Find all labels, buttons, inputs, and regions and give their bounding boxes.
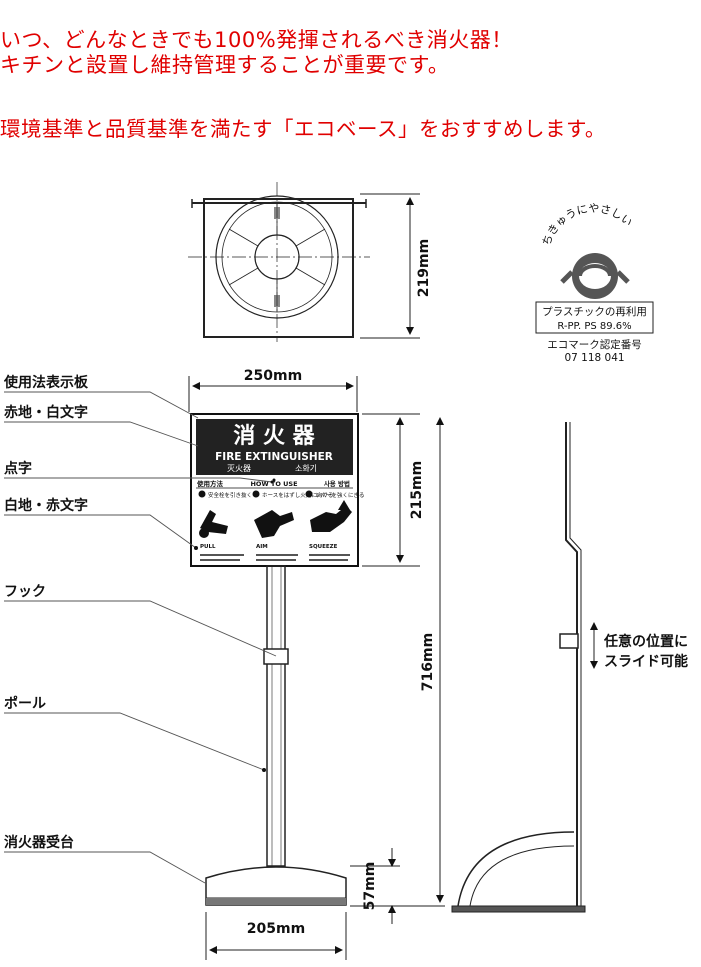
sign-step1: 安全栓を引き抜く — [208, 491, 252, 499]
top-view — [188, 182, 420, 342]
dim-top-depth: 219mm — [416, 239, 432, 297]
side-note-line1: 任意の位置に — [603, 633, 688, 650]
ecomark-arc-text: ちきゅうにやさしい — [540, 202, 635, 248]
sign-aim: AIM — [256, 544, 268, 550]
sign-col3-head: 사용 방법 — [324, 479, 350, 488]
sign-col2-head: HOW TO USE — [250, 480, 297, 488]
sign-title: 消 火 器 — [233, 424, 315, 449]
sign-step2: ホースをはずし火元に向ける — [262, 491, 333, 499]
pole — [266, 565, 286, 867]
sign-squeeze: SQUEEZE — [309, 544, 338, 550]
headline-line-2: キチンと設置し維持管理することが重要です。 — [0, 53, 450, 77]
sign-sub-left: 灭火器 — [227, 464, 251, 473]
base-front — [205, 866, 347, 906]
ecomark-cert-label: エコマーク認定番号 — [547, 338, 642, 351]
label-hook: フック — [4, 584, 46, 600]
leader-lines — [4, 391, 277, 884]
side-view — [451, 422, 586, 913]
usage-sign-board: 消 火 器 FIRE EXTINGUISHER 灭火器 소화기 使用方法 HOW… — [190, 413, 365, 567]
ecomark-box-line2: R-PP. PS 89.6% — [557, 321, 631, 332]
dim-total-height: 716mm — [420, 633, 436, 691]
ecomark-box-line1: プラスチックの再利用 — [542, 306, 647, 318]
sign-pull: PULL — [200, 544, 216, 550]
label-white-red: 白地・赤文字 — [4, 497, 88, 514]
headline-line-1: いつ、どんなときでも100%発揮されるべき消火器！ — [0, 28, 513, 52]
sign-sub-right: 소화기 — [295, 464, 317, 473]
dim-sign-height: 215mm — [409, 461, 425, 519]
dim-base-height: 57mm — [362, 862, 378, 911]
headline-line-3: 環境基準と品質基準を満たす「エコベース」をおすすめします。 — [0, 117, 606, 141]
label-pole: ポール — [4, 695, 46, 712]
braille-dot — [272, 478, 276, 482]
hook — [263, 648, 289, 665]
side-note-line2: スライド可能 — [604, 653, 688, 670]
label-braille: 点字 — [4, 460, 32, 477]
ecomark-cert-number: 07 118 041 — [564, 352, 624, 364]
label-usage-sign: 使用法表示板 — [3, 374, 89, 391]
sign-subtitle: FIRE EXTINGUISHER — [215, 451, 333, 463]
label-red-white: 赤地・白文字 — [4, 404, 88, 421]
label-base: 消火器受台 — [4, 834, 74, 851]
dim-base-width: 205mm — [247, 921, 305, 937]
sign-col1-head: 使用方法 — [196, 479, 224, 488]
ecomark-logo: ちきゅうにやさしい プラスチックの再利用 R-PP. PS 89.6% エコマー… — [535, 202, 654, 364]
dim-sign-width: 250mm — [244, 368, 302, 384]
sign-step3: レバーを強くにぎる — [315, 491, 365, 499]
